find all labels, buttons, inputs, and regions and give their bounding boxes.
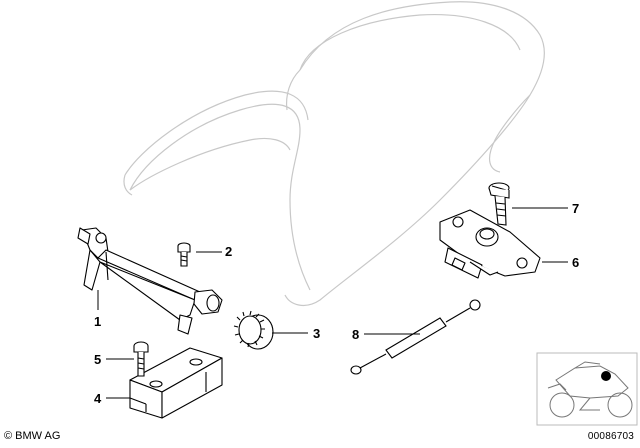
copyright-text: © BMW AG [4, 430, 61, 442]
seat-outline [123, 1, 545, 307]
mounting-block-drawing [129, 347, 223, 419]
callout-labels: 1 2 3 4 5 6 7 8 [94, 201, 579, 406]
gear-wheel-drawing [233, 310, 274, 350]
lock-screw-drawing [488, 182, 510, 226]
seat-lock-drawing [439, 209, 541, 279]
callout-6: 6 [572, 255, 579, 270]
bowden-cable-drawing [350, 299, 481, 375]
location-thumbnail [536, 352, 638, 426]
callout-3: 3 [313, 326, 320, 341]
callout-7: 7 [572, 201, 579, 216]
callout-2: 2 [225, 244, 232, 259]
location-marker-icon [601, 371, 611, 381]
document-number: 00086703 [587, 431, 634, 442]
callout-4: 4 [94, 391, 102, 406]
leader-lines [97, 207, 568, 399]
motorcycle-icon [547, 361, 633, 418]
callout-8: 8 [352, 327, 359, 342]
stand-bracket-drawing [77, 227, 223, 335]
thumbnail-frame [536, 352, 638, 426]
block-bolt-drawing [133, 341, 149, 377]
callout-1: 1 [94, 314, 101, 329]
callout-5: 5 [94, 352, 101, 367]
small-screw-drawing [177, 242, 191, 267]
